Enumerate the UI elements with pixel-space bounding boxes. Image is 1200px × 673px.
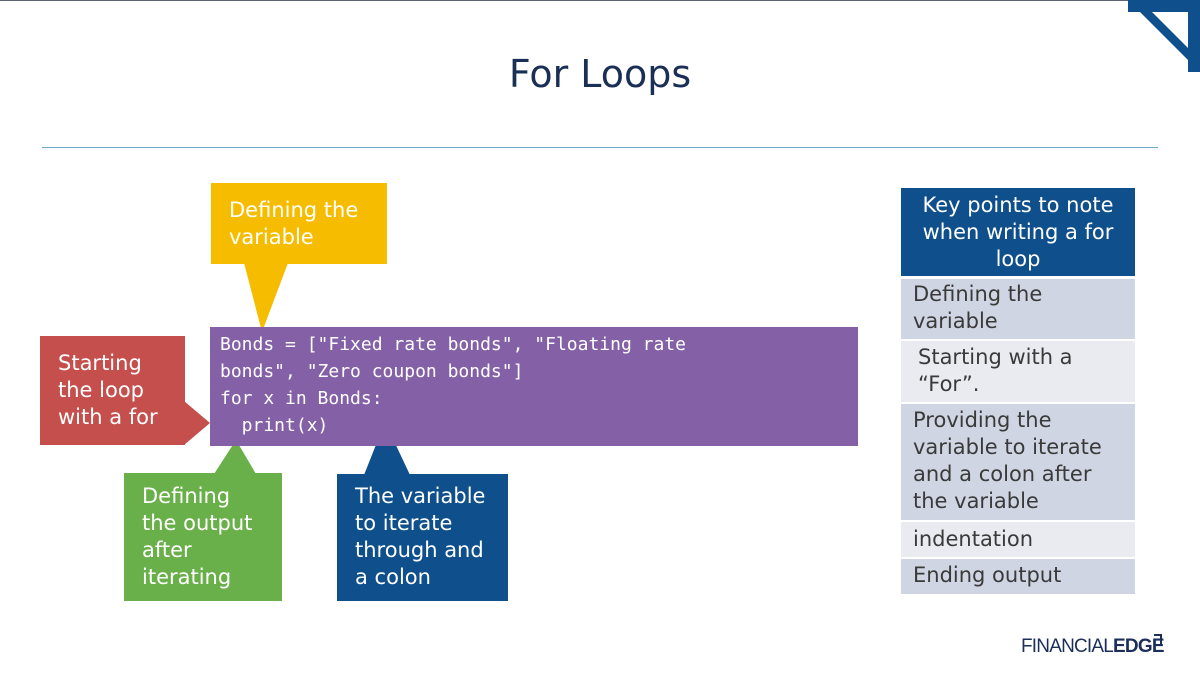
key-point-text: Defining the variable (913, 282, 1043, 333)
logo-part-edge: EDGE (1113, 636, 1164, 657)
key-point-item: Defining the variable (901, 279, 1135, 339)
code-block: Bonds = ["Fixed rate bonds", "Floating r… (210, 327, 858, 446)
key-points-header-text: Key points to note when writing a for lo… (922, 193, 1114, 271)
corner-accent-shape (1128, 0, 1200, 72)
key-point-item: indentation (901, 522, 1135, 557)
callout-defining-variable-text: Defining the variable (229, 198, 359, 249)
defining-variable-pointer (244, 263, 288, 332)
key-point-text: indentation (913, 527, 1034, 551)
logo-part-financial: FINANCIAL (1021, 636, 1114, 657)
key-point-text: Providing the variable to iterate and a … (913, 408, 1102, 513)
key-point-item: Providing the variable to iterate and a … (901, 404, 1135, 520)
code-line-3: for x in Bonds: (220, 388, 383, 409)
starting-loop-pointer (184, 401, 210, 445)
key-points-header: Key points to note when writing a for lo… (901, 188, 1135, 276)
code-line-4: print(x) (220, 415, 329, 436)
callout-defining-output-text: Defining the output after iterating (142, 484, 253, 589)
callout-variable-iterate: The variable to iterate through and a co… (337, 474, 508, 601)
callout-starting-loop-text: Starting the loop with a for (58, 351, 158, 429)
slide-title: For Loops (508, 52, 692, 96)
code-line-1: Bonds = ["Fixed rate bonds", "Floating r… (220, 334, 686, 355)
callout-starting-loop: Starting the loop with a for (40, 336, 185, 445)
top-border-line (0, 0, 1200, 1)
callout-defining-output: Defining the output after iterating (124, 473, 282, 601)
callout-defining-variable: Defining the variable (211, 183, 387, 264)
key-point-item: Starting with a “For”. (901, 341, 1135, 402)
key-point-item: Ending output (901, 559, 1135, 594)
callout-variable-iterate-text: The variable to iterate through and a co… (355, 484, 486, 589)
logo-wordmark: FINANCIALEDGE (1021, 636, 1164, 658)
logo-corner-icon (1154, 634, 1162, 646)
key-point-text: Ending output (913, 563, 1062, 587)
title-divider (42, 147, 1158, 148)
financial-edge-logo: FINANCIALEDGE (1021, 634, 1164, 658)
key-point-text: Starting with a “For”. (918, 345, 1073, 396)
code-line-2: bonds", "Zero coupon bonds"] (220, 361, 524, 382)
